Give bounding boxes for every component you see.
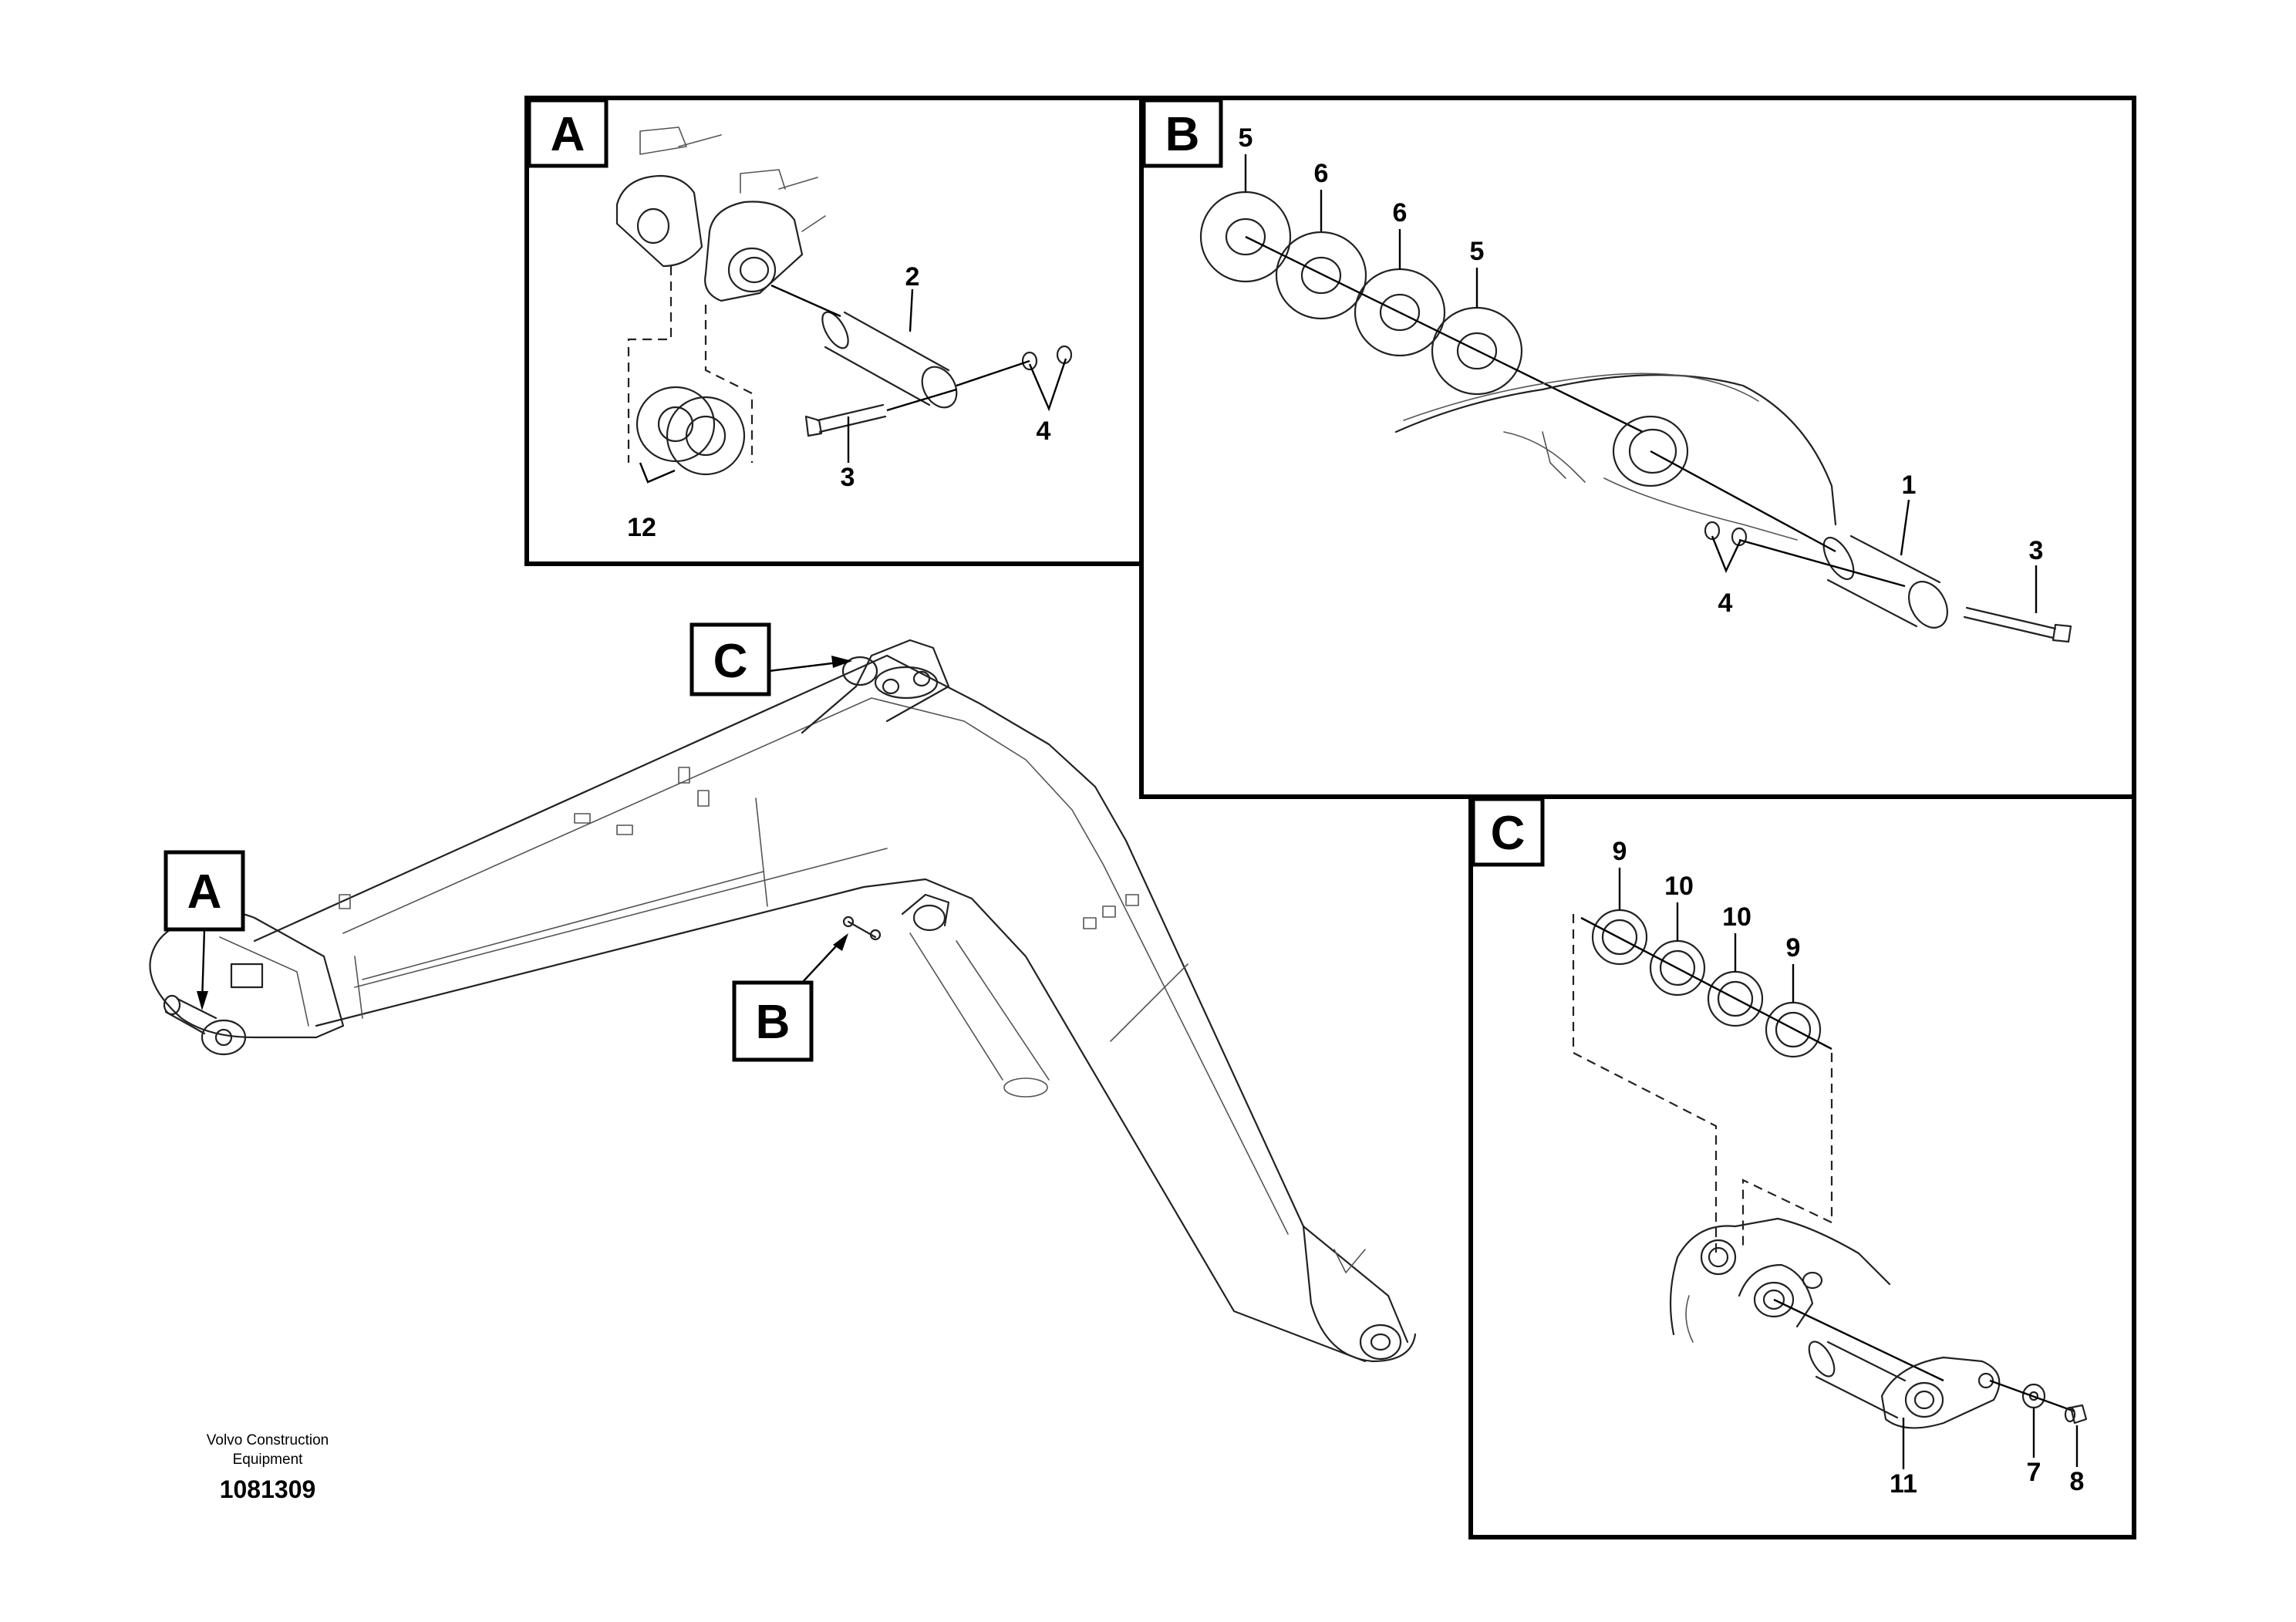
part-number-label: 2 (905, 262, 920, 292)
manufacturer-line-1: Volvo Construction (207, 1432, 329, 1448)
detail-panel-c: C (1468, 794, 2136, 1539)
part-number-label: 12 (627, 513, 656, 542)
panel-b-letter: B (1165, 108, 1200, 161)
part-number-label: 4 (1718, 588, 1733, 618)
part-number-label: 3 (2029, 536, 2044, 565)
part-number-label: 5 (1239, 123, 1253, 153)
callout-c-letter: C (713, 635, 748, 688)
part-number-label: 5 (1470, 237, 1485, 266)
callout-a-main: A (164, 850, 245, 1010)
part-number-label: 1 (1902, 470, 1917, 500)
part-number-label: 3 (841, 463, 855, 492)
panel-c-letter: C (1491, 807, 1526, 860)
part-number-label: 7 (2027, 1458, 2041, 1487)
boom-overview (149, 639, 1417, 1363)
detail-panel-b: B 5 6 6 5 (1139, 96, 2136, 799)
part-number-label: 8 (2070, 1467, 2085, 1496)
detail-panel-a: A 2 3 (524, 96, 1144, 566)
part-number-label: 9 (1786, 933, 1801, 963)
panel-a-letter: A (551, 108, 585, 161)
callout-a-letter: A (187, 865, 222, 919)
part-number-label: 9 (1613, 837, 1627, 866)
drawing-footer: Volvo Construction Equipment 1081309 (207, 1432, 329, 1503)
callout-c-main: C (689, 622, 852, 696)
part-number-label: 6 (1393, 198, 1408, 228)
drawing-number: 1081309 (220, 1475, 316, 1503)
part-number-label: 4 (1037, 416, 1051, 446)
part-number-label: 10 (1722, 902, 1752, 932)
part-number-label: 6 (1314, 159, 1329, 188)
callout-b-letter: B (756, 996, 791, 1049)
part-number-label: 10 (1664, 872, 1694, 901)
part-number-label: 11 (1890, 1469, 1917, 1499)
callout-b-main: B (732, 933, 848, 1062)
manufacturer-line-2: Equipment (233, 1452, 304, 1468)
